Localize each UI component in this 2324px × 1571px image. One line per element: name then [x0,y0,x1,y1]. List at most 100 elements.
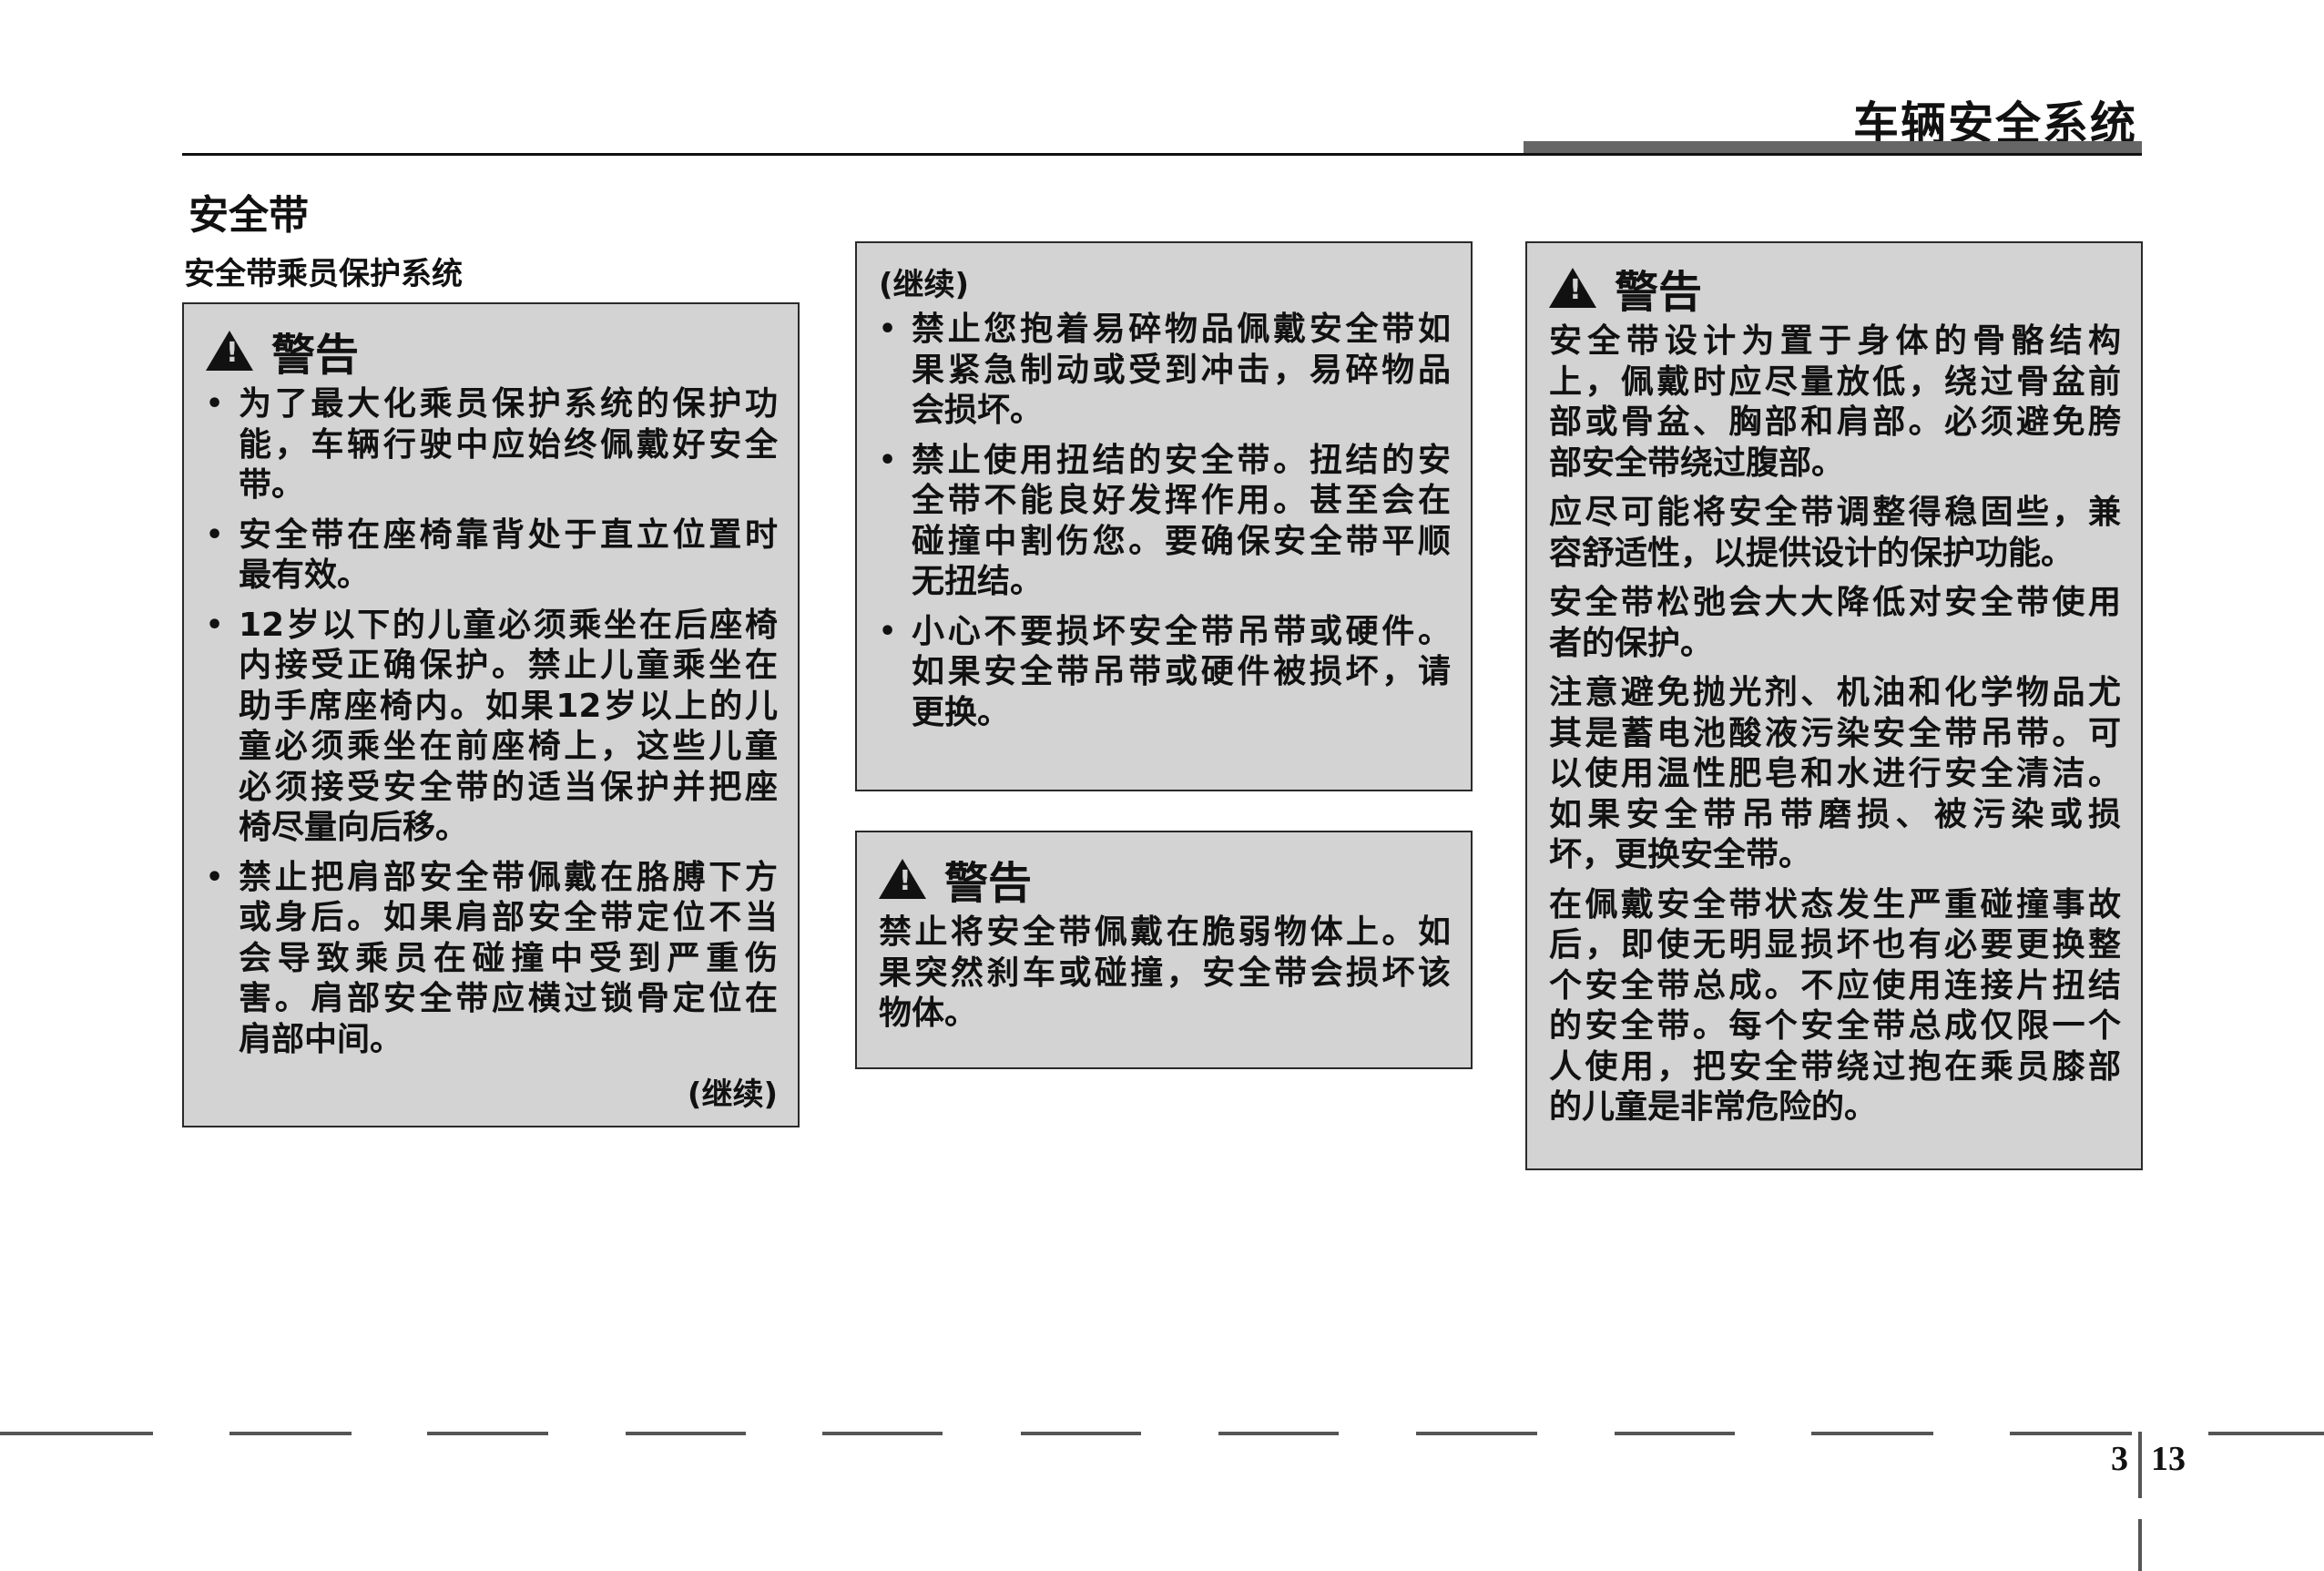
page-divider [2138,1432,2142,1498]
paragraph: 应尽可能将安全带调整得稳固些，兼容舒适性，以提供设计的保护功能。 [1549,493,2121,574]
footer-dash [2208,1432,2324,1435]
footer-dash [1021,1432,1141,1435]
bullet-item: • 禁止您抱着易碎物品佩戴安全带如果紧急制动或受到冲击，易碎物品会损坏。 [879,310,1451,432]
paragraph: 安全带设计为置于身体的骨骼结构上，佩戴时应尽量放低，绕过骨盆前部或骨盆、胸部和肩… [1549,321,2121,484]
text-line: 如果安全带吊带磨损、被污染或损 [1549,795,2121,833]
warning-heading: ! 警告 [206,322,778,381]
warning-label: 警告 [944,858,1033,909]
paragraph: 注意避免抛光剂、机油和化学物品尤其是蓄电池酸液污染安全带吊带。可以使用温性肥皂和… [1549,673,2121,876]
paragraph: 在佩戴安全带状态发生严重碰撞事故后，即使无明显损坏也有必要更换整个安全带总成。不… [1549,885,2121,1128]
warning-label: 警告 [1615,267,1703,318]
text-line: 者的保护。 [1549,624,1714,662]
text-line: 其是蓄电池酸液污染安全带吊带。可 [1549,714,2121,752]
text-line: 害。肩部安全带应横过锁骨定位在 [239,980,778,1017]
bullet-icon: • [206,388,224,420]
warning-heading: ! 警告 [1549,260,2121,318]
text-line: 坏，更换安全带。 [1549,836,1812,873]
warning-box-1-continued: (继续)•禁止您抱着易碎物品佩戴安全带如果紧急制动或受到冲击，易碎物品会损坏。•… [855,241,1473,791]
text-line: 安全带在座椅靠背处于直立位置时 [239,515,778,554]
paragraph: 禁止将安全带佩戴在脆弱物体上。如果突然刹车或碰撞，安全带会损坏该物体。 [879,913,1451,1035]
warning-triangle-icon: ! [206,331,253,371]
bullet-item: • 安全带在座椅靠背处于直立位置时最有效。 [206,515,778,597]
footer-dash [427,1432,548,1435]
bullet-icon: • [879,615,897,648]
text-line: 后，即使无明显损坏也有必要更换整 [1549,926,2121,964]
text-line: 禁止使用扭结的安全带。扭结的安 [912,441,1451,479]
text-line: 童必须乘坐在前座椅上，这些儿童 [239,728,778,765]
page-number: 13 [2151,1440,2186,1478]
text-line: 在佩戴安全带状态发生严重碰撞事故 [1549,885,2121,923]
text-line: 全带不能良好发挥作用。甚至会在 [912,482,1451,519]
text-line: 更换。 [912,693,1011,731]
text-line: 最有效。 [239,556,371,594]
footer-dash [2010,1432,2132,1435]
footer-dash [1218,1432,1339,1435]
header-bar [1524,141,2142,155]
text-line: 安全带松弛会大大降低对安全带使用 [1549,584,2121,621]
text-line: 的儿童是非常危险的。 [1549,1088,1878,1126]
text-line: 应尽可能将安全带调整得稳固些，兼 [1549,494,2121,531]
text-line: 椅尽量向后移。 [239,809,469,846]
warning-box-1: ! 警告 • 为了最大化乘员保护系统的保护功能，车辆行驶中应始终佩戴好安全带。 • 安全带… [182,302,800,1127]
bullet-icon: • [206,861,224,893]
footer-dash [0,1432,153,1435]
text-line: 为了最大化乘员保护系统的保护功 [239,385,778,423]
text-line: 肩部中间。 [239,1020,403,1058]
footer-dash [626,1432,746,1435]
bullet-icon: • [206,518,224,551]
bullet-icon: • [879,313,897,345]
warning-triangle-icon: ! [879,859,926,899]
text-line: 禁止将安全带佩戴在脆弱物体上。如 [879,913,1451,951]
footer-dash [229,1432,352,1435]
warning-label: 警告 [271,330,360,381]
text-line: 果突然刹车或碰撞，安全带会损坏该 [879,954,1451,992]
text-line: 注意避免抛光剂、机油和化学物品尤 [1549,674,2121,711]
warning-box-3: !警告安全带设计为置于身体的骨骼结构上，佩戴时应尽量放低，绕过骨盆前部或骨盆、胸… [1525,241,2143,1170]
bullet-item: •小心不要损坏安全带吊带或硬件。如果安全带吊带或硬件被损坏，请更换。 [879,612,1451,734]
footer-dash [1615,1432,1735,1435]
bullet-icon: • [879,444,897,476]
text-line: 以使用温性肥皂和水进行安全清洁。 [1549,755,2121,792]
bullet-item: • 禁止把肩部安全带佩戴在胳膊下方或身后。如果肩部安全带定位不当会导致乘员在碰撞中… [206,858,778,1061]
text-line: 部或骨盆、胸部和肩部。必须避免胯 [1549,403,2121,441]
text-line: 内接受正确保护。禁止儿童乘坐在 [239,647,778,684]
page-divider [2138,1519,2142,1571]
text-line: 会损坏。 [912,392,1044,429]
text-line: 如果安全带吊带或硬件被损坏，请 [912,653,1451,690]
chapter-number: 3 [2111,1440,2128,1478]
text-line: 物体。 [879,995,978,1032]
text-line: 容舒适性，以提供设计的保护功能。 [1549,534,2074,572]
bullet-item: •12岁以下的儿童必须乘坐在后座椅内接受正确保护。禁止儿童乘坐在助手席座椅内。如… [206,606,778,849]
warning-triangle-icon: ! [1549,268,1596,308]
text-line: 碰撞中割伤您。要确保安全带平顺 [912,522,1451,560]
text-line: 安全带设计为置于身体的骨骼结构 [1549,322,2121,360]
text-line: 12岁以下的儿童必须乘坐在后座椅 [239,606,778,644]
text-line: 能，车辆行驶中应始终佩戴好安全 [239,425,778,464]
text-line: 禁止把肩部安全带佩戴在胳膊下方 [239,858,778,896]
bullet-item: • 禁止使用扭结的安全带。扭结的安全带不能良好发挥作用。甚至会在碰撞中割伤您。要确… [879,441,1451,603]
footer-dash [1811,1432,1933,1435]
text-line: 果紧急制动或受到冲击，易碎物品 [912,351,1451,389]
text-line: 的安全带。每个安全带总成仅限一个 [1549,1007,2121,1045]
warning-heading: ! 警告 [879,851,1451,909]
continued-note: (继续) [687,1076,778,1113]
bullet-icon: • [206,608,224,641]
text-line: 禁止您抱着易碎物品佩戴安全带如 [912,311,1451,348]
text-line: 上，佩戴时应尽量放低，绕过骨盆前 [1549,362,2121,401]
text-line: 部安全带绕过腹部。 [1549,444,1845,482]
text-line: 无扭结。 [912,563,1044,600]
bullet-item: • 为了最大化乘员保护系统的保护功能，车辆行驶中应始终佩戴好安全带。 [206,384,778,506]
footer-dash [1416,1432,1537,1435]
paragraph: 安全带松弛会大大降低对安全带使用者的保护。 [1549,583,2121,664]
text-line: 会导致乘员在碰撞中受到严重伤 [239,939,778,977]
text-line: 人使用，把安全带绕过抱在乘员膝部 [1549,1047,2121,1086]
text-line: 个安全带总成。不应使用连接片扭结 [1549,966,2121,1005]
footer-dash [822,1432,943,1435]
continued-note: (继续) [879,267,970,303]
section-subtitle: 安全带乘员保护系统 [184,256,463,292]
text-line: 必须接受安全带的适当保护并把座 [239,768,778,806]
header-rule [182,153,2142,156]
text-line: 带。 [239,466,305,504]
text-line: 或身后。如果肩部安全带定位不当 [239,899,778,936]
warning-box-2: !警告禁止将安全带佩戴在脆弱物体上。如果突然刹车或碰撞，安全带会损坏该物体。 [855,831,1473,1069]
